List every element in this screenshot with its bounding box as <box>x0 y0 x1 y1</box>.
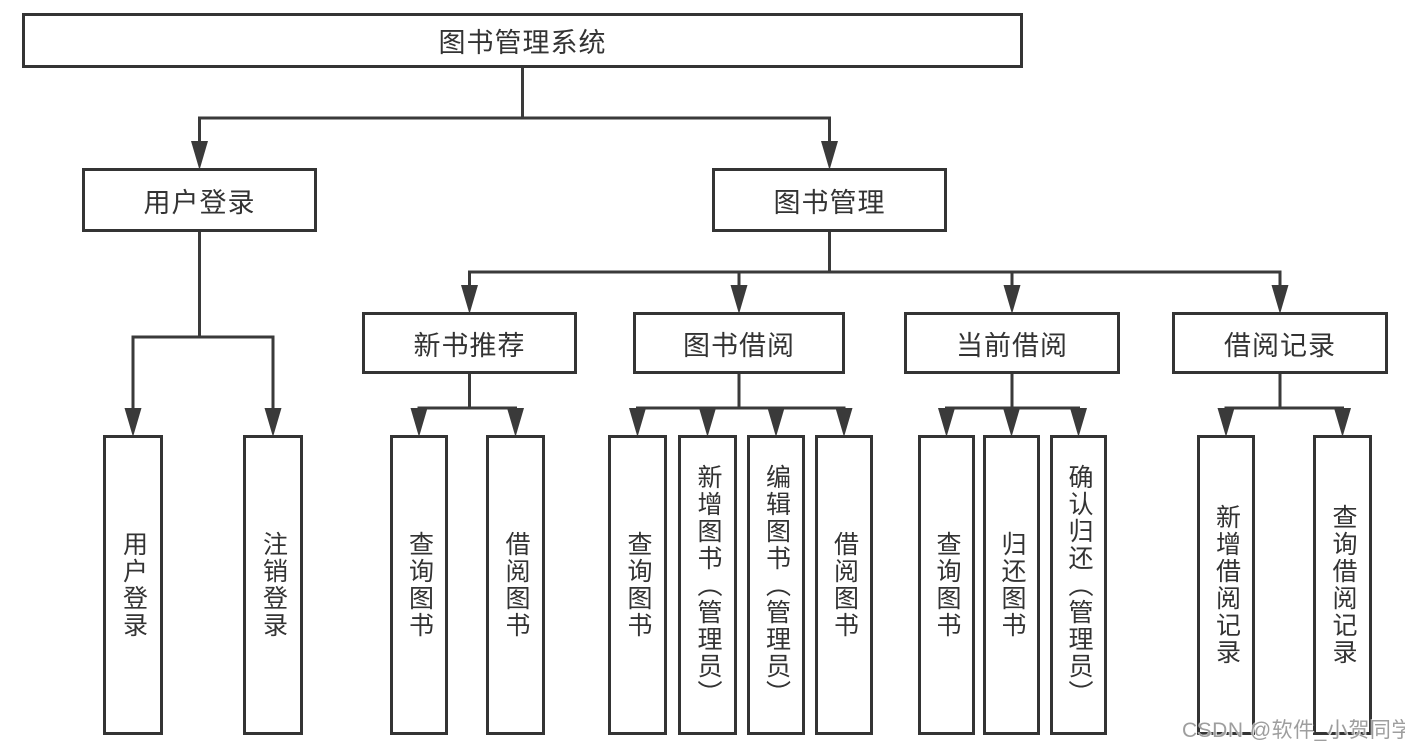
arrowhead-icon <box>1271 285 1289 314</box>
node-root: 图书管理系统 <box>22 13 1023 68</box>
node-c-query: 查询图书 <box>918 435 975 735</box>
arrowhead-icon <box>410 408 428 437</box>
node-label: 新书推荐 <box>413 330 526 361</box>
node-r-add: 新增借阅记录 <box>1197 435 1255 735</box>
node-label: 确认归还（管理员） <box>1065 463 1093 707</box>
arrowhead-icon <box>629 408 646 437</box>
arrowhead-icon <box>767 408 785 437</box>
arrowhead-icon <box>1334 408 1351 437</box>
node-label: 新增借阅记录 <box>1212 504 1241 666</box>
arrowhead-icon <box>1003 285 1021 314</box>
arrowhead-icon <box>507 408 524 437</box>
arrowhead-icon <box>1003 408 1020 437</box>
arrowhead-icon <box>264 408 282 437</box>
node-label: 注销登录 <box>259 531 288 639</box>
arrowhead-icon <box>730 285 748 314</box>
node-label: 借阅图书 <box>830 531 859 639</box>
watermark: CSDN @软件_小贺同学 <box>1182 719 1405 742</box>
node-label: 查询图书 <box>933 531 961 639</box>
node-label: 借阅记录 <box>1224 330 1336 361</box>
node-borrow: 图书借阅 <box>633 312 845 374</box>
arrowhead-icon <box>124 408 142 437</box>
node-label: 查询借阅记录 <box>1329 504 1357 666</box>
node-records: 借阅记录 <box>1172 312 1388 374</box>
arrowhead-icon <box>1217 408 1235 437</box>
node-label: 归还图书 <box>998 531 1026 639</box>
node-new-rec: 新书推荐 <box>362 312 577 374</box>
node-book-mgmt: 图书管理 <box>712 168 947 232</box>
node-r-query: 查询借阅记录 <box>1313 435 1372 735</box>
node-label: 图书管理系统 <box>438 28 607 58</box>
arrowhead-icon <box>938 408 955 437</box>
arrowhead-icon <box>191 141 208 170</box>
node-c-confirm: 确认归还（管理员） <box>1050 435 1107 735</box>
node-label: 查询图书 <box>624 531 652 639</box>
node-label: 图书管理 <box>773 187 886 218</box>
node-label: 图书借阅 <box>683 330 795 361</box>
node-label: 当前借阅 <box>956 330 1068 361</box>
arrowhead-icon <box>1070 408 1087 437</box>
arrowhead-icon <box>699 408 716 437</box>
node-b-query: 查询图书 <box>608 435 667 735</box>
node-label: 用户登录 <box>143 187 256 218</box>
node-label: 查询图书 <box>405 531 434 639</box>
node-current: 当前借阅 <box>904 312 1120 374</box>
node-b-borrow: 借阅图书 <box>815 435 873 735</box>
arrowhead-icon <box>835 408 853 437</box>
node-login: 用户登录 <box>103 435 163 735</box>
node-user-login: 用户登录 <box>82 168 317 232</box>
node-b-add: 新增图书（管理员） <box>678 435 737 735</box>
node-label: 新增图书（管理员） <box>694 463 722 707</box>
node-label: 编辑图书（管理员） <box>762 463 791 707</box>
node-nr-borrow: 借阅图书 <box>486 435 545 735</box>
node-nr-query: 查询图书 <box>390 435 448 735</box>
node-b-edit: 编辑图书（管理员） <box>747 435 805 735</box>
node-c-return: 归还图书 <box>983 435 1040 735</box>
node-label: 用户登录 <box>119 531 148 639</box>
node-label: 借阅图书 <box>502 531 530 639</box>
arrowhead-icon <box>461 285 478 314</box>
node-logout: 注销登录 <box>243 435 303 735</box>
arrowhead-icon <box>821 141 838 170</box>
